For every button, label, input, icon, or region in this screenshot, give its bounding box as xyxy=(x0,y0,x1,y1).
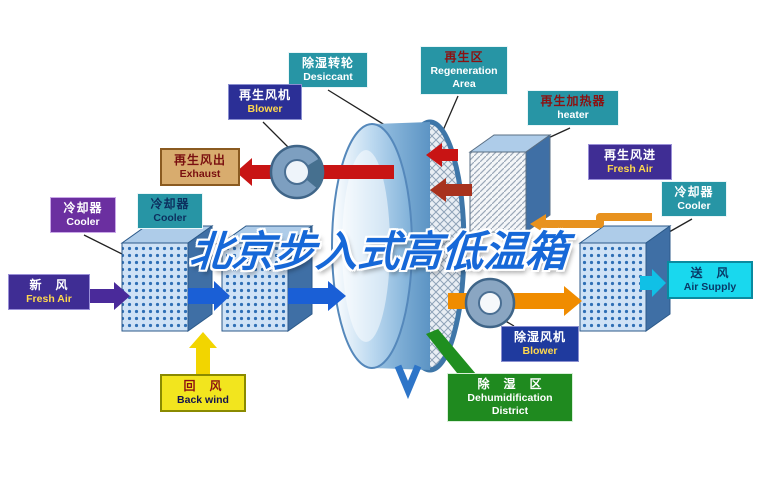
label-dehumid-blower-zh: 除湿风机 xyxy=(513,330,566,344)
dehumidification-blower-fan xyxy=(464,277,516,329)
arrow-regen-fresh-duct xyxy=(546,213,652,228)
label-exhaust-en: Exhaust xyxy=(179,168,221,180)
label-air-supply: 送 风 Air Supply xyxy=(667,261,753,300)
label-fresh-air: 新 风 Fresh Air xyxy=(8,274,90,311)
label-back-wind-zh: 回 风 xyxy=(183,379,223,393)
watermark-title: 北京步入式高低温箱 xyxy=(187,228,569,275)
arrow-regen-fresh-head xyxy=(530,214,546,234)
arrow-process-air-2 xyxy=(288,281,346,311)
label-cooler-right-en: Cooler xyxy=(677,200,711,212)
label-cooler-right: 冷却器 Cooler xyxy=(661,181,727,218)
heat-exchanger-left-1 xyxy=(120,225,214,332)
label-regen-fresh-air-zh: 再生风进 xyxy=(603,148,656,162)
label-regen-fresh-air: 再生风进 Fresh Air xyxy=(588,144,672,181)
label-cooler-right-zh: 冷却器 xyxy=(674,185,714,199)
label-regen-heater-en: heater xyxy=(557,109,589,121)
label-regen-blower-zh: 再生风机 xyxy=(238,88,291,102)
label-cooler-left-outer-en: Cooler xyxy=(66,216,100,228)
label-dehumid-blower: 除湿风机 Blower xyxy=(501,326,579,363)
label-regeneration-area: 再生区 Regeneration Area xyxy=(420,46,508,96)
label-cooler-left-inner: 冷却器 Cooler xyxy=(137,193,203,230)
label-regen-blower-en: Blower xyxy=(247,103,283,115)
regeneration-heater-exchanger xyxy=(468,134,552,233)
label-fresh-air-en: Fresh Air xyxy=(26,293,72,305)
arrow-regen-into-wheel xyxy=(426,143,458,167)
label-regen-fresh-air-en: Fresh Air xyxy=(607,163,653,175)
regeneration-blower-fan xyxy=(269,144,325,200)
arrow-process-air-1 xyxy=(188,281,230,311)
label-dehumid-blower-en: Blower xyxy=(522,345,558,357)
label-back-wind: 回 风 Back wind xyxy=(160,374,246,413)
label-air-supply-en: Air Supply xyxy=(683,281,737,293)
label-desiccant: 除湿转轮 Desiccant xyxy=(288,52,368,89)
arrow-return-air-up xyxy=(189,332,217,374)
label-cooler-left-outer: 冷却器 Cooler xyxy=(50,197,116,234)
label-regen-heater: 再生加热器 heater xyxy=(527,90,619,127)
label-cooler-left-inner-zh: 冷却器 xyxy=(150,197,190,211)
label-fresh-air-zh: 新 风 xyxy=(29,278,69,292)
label-desiccant-en: Desiccant xyxy=(303,71,353,83)
label-regeneration-area-en: Regeneration Area xyxy=(430,65,498,91)
label-back-wind-en: Back wind xyxy=(177,394,229,406)
label-regen-heater-zh: 再生加热器 xyxy=(540,94,606,108)
label-cooler-left-outer-zh: 冷却器 xyxy=(63,201,103,215)
label-cooler-left-inner-en: Cooler xyxy=(153,212,187,224)
label-dehumid-district-en2: District xyxy=(491,405,529,418)
label-exhaust-zh: 再生风出 xyxy=(173,153,226,167)
dehumid-district-connector xyxy=(426,329,476,378)
wheel-rotation-indicator xyxy=(394,364,422,400)
arrow-fresh-air-in xyxy=(88,282,130,310)
label-exhaust: 再生风出 Exhaust xyxy=(160,148,240,187)
label-air-supply-zh: 送 风 xyxy=(690,266,730,280)
label-dehumid-district-zh: 除 湿 区 xyxy=(477,377,543,391)
label-dehumid-district-en1: Dehumidification xyxy=(467,392,553,404)
arrow-heater-to-wheel xyxy=(430,178,472,202)
arrow-air-supply-out xyxy=(640,269,666,297)
label-dehumid-district: 除 湿 区 Dehumidification District xyxy=(447,373,573,423)
label-desiccant-zh: 除湿转轮 xyxy=(301,56,354,70)
label-regeneration-area-zh: 再生区 xyxy=(444,50,484,64)
label-regen-blower: 再生风机 Blower xyxy=(228,84,302,121)
